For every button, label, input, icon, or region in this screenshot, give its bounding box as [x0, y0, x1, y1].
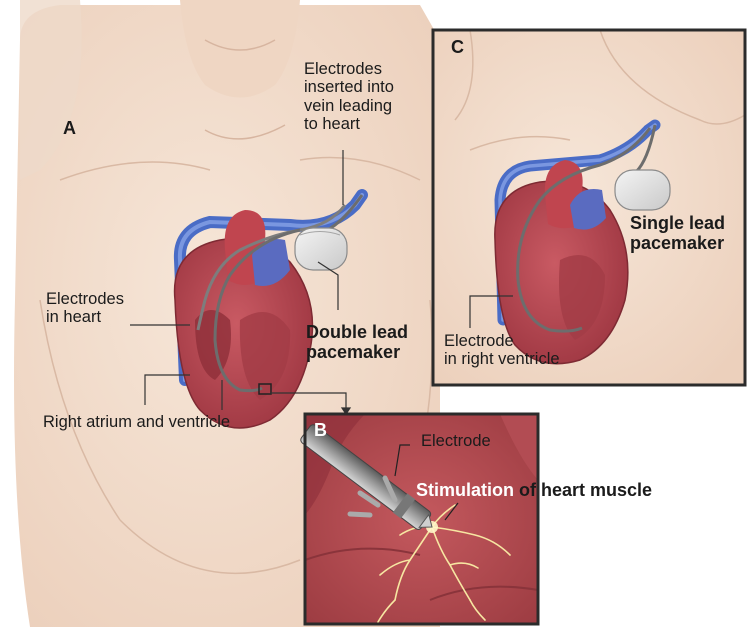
label-single-lead-pacemaker: Single lead pacemaker — [630, 213, 725, 253]
label-electrodes-in-heart: Electrodes in heart — [46, 290, 124, 327]
label-electrode-right-ventricle: Electrode in right ventricle — [444, 332, 560, 369]
label-stimulation-rest: of heart muscle — [514, 480, 652, 500]
label-stimulation-bold: Stimulation — [416, 480, 514, 500]
label-electrode: Electrode — [421, 432, 491, 450]
label-stimulation: Stimulation of heart muscle — [416, 480, 652, 500]
panel-b — [299, 414, 538, 624]
label-double-lead-pacemaker: Double lead pacemaker — [306, 322, 408, 362]
label-electrodes-inserted: Electrodes inserted into vein leading to… — [304, 60, 394, 134]
panel-b-letter: B — [314, 420, 327, 440]
label-right-atrium-ventricle: Right atrium and ventricle — [43, 413, 230, 431]
panel-a-letter: A — [63, 118, 76, 138]
panel-c-letter: C — [451, 37, 464, 57]
